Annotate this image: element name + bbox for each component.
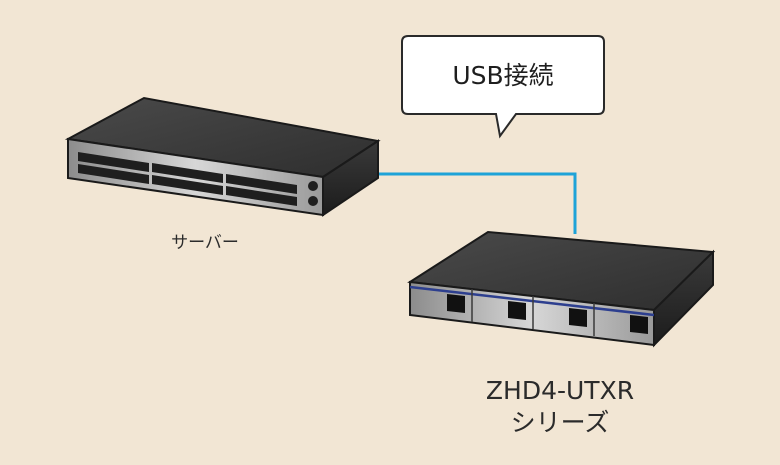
- device-label: ZHD4-UTXR シリーズ: [430, 375, 690, 439]
- device-name-line2: シリーズ: [510, 408, 610, 437]
- usb-device-icon: [407, 230, 716, 348]
- usb-cable-line: [362, 172, 577, 234]
- callout-bubble: [401, 35, 605, 139]
- callout-text: USB接続: [452, 61, 554, 90]
- server-label: サーバー: [171, 233, 239, 253]
- device-name-line1: ZHD4-UTXR: [485, 376, 635, 405]
- server-icon: [64, 96, 381, 217]
